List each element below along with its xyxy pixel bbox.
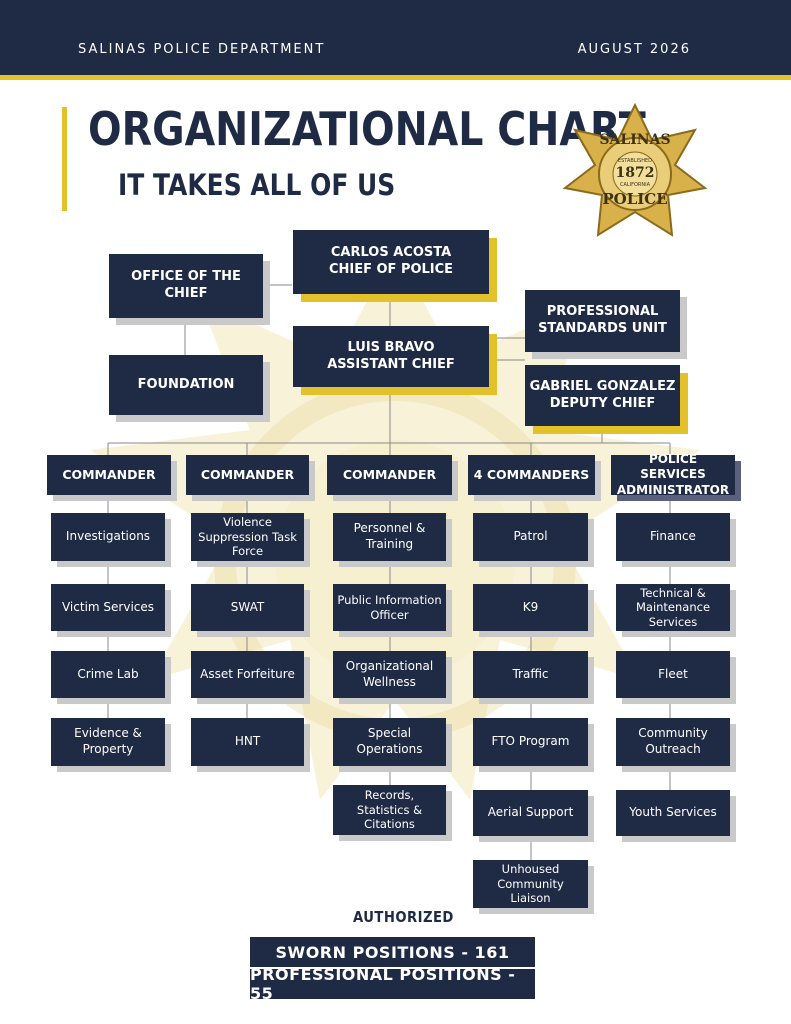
unit-label: Traffic bbox=[512, 666, 549, 681]
commander-label: 4 COMMANDERS bbox=[473, 466, 590, 482]
professional-positions-bar: PROFESSIONAL POSITIONS - 55 bbox=[250, 965, 535, 1003]
unit-label: Organizational Wellness bbox=[345, 658, 434, 689]
police-badge-icon: SALINAS ESTABLISHED 1872 CALIFORNIA POLI… bbox=[562, 102, 708, 237]
unit-box: Unhoused Community Liaison bbox=[473, 860, 588, 908]
unit-box: Fleet bbox=[616, 651, 730, 698]
commander-box-4: 4 COMMANDERS bbox=[468, 455, 595, 495]
unit-box: Organizational Wellness bbox=[333, 651, 446, 698]
unit-box: HNT bbox=[191, 718, 304, 766]
commander-label: COMMANDER bbox=[200, 466, 295, 482]
unit-label: Asset Forfeiture bbox=[200, 666, 295, 681]
unit-box: Evidence & Property bbox=[51, 718, 165, 766]
unit-label: K9 bbox=[522, 599, 539, 614]
deputy-name: GABRIEL GONZALEZ bbox=[529, 378, 676, 394]
psu-line2: STANDARDS UNIT bbox=[538, 321, 667, 336]
sworn-positions-label: SWORN POSITIONS - 161 bbox=[275, 942, 510, 962]
office-of-the-chief-label: OFFICE OF THE CHIEF bbox=[131, 269, 241, 301]
unit-box: FTO Program bbox=[473, 718, 588, 766]
chief-name: CARLOS ACOSTA bbox=[330, 245, 452, 261]
foundation-label: FOUNDATION bbox=[137, 376, 235, 392]
foundation-box: FOUNDATION bbox=[109, 355, 263, 415]
unit-box: Aerial Support bbox=[473, 790, 588, 836]
title-accent-bar bbox=[62, 107, 67, 211]
unit-box: Special Operations bbox=[333, 718, 446, 766]
badge-bottom-text: POLICE bbox=[602, 190, 667, 208]
unit-label: Technical & Maintenance Services bbox=[635, 585, 711, 629]
unit-label: Fleet bbox=[658, 666, 688, 681]
unit-box: Public Information Officer bbox=[333, 584, 446, 631]
commander-box-2: COMMANDER bbox=[186, 455, 309, 495]
unit-label: Community Outreach bbox=[638, 726, 708, 756]
badge-year: 1872 bbox=[616, 165, 655, 181]
commander-label: POLICE SERVICES ADMINISTRATOR bbox=[616, 451, 730, 497]
unit-box: Crime Lab bbox=[51, 651, 165, 698]
unit-box: Records, Statistics & Citations bbox=[333, 785, 446, 835]
unit-label: Crime Lab bbox=[77, 666, 139, 681]
badge-established: ESTABLISHED bbox=[618, 158, 652, 164]
unit-label: Evidence & Property bbox=[74, 726, 142, 756]
badge-state: CALIFORNIA bbox=[620, 182, 651, 188]
department-name: SALINAS POLICE DEPARTMENT bbox=[78, 42, 326, 57]
unit-label: Aerial Support bbox=[487, 805, 574, 820]
unit-box: SWAT bbox=[191, 584, 304, 631]
unit-label: Youth Services bbox=[629, 805, 717, 820]
unit-label: FTO Program bbox=[491, 734, 570, 749]
unit-label: SWAT bbox=[230, 599, 265, 614]
unit-box: Asset Forfeiture bbox=[191, 651, 304, 698]
chief-role: CHIEF OF POLICE bbox=[328, 262, 454, 277]
commander-box-1: COMMANDER bbox=[47, 455, 171, 495]
commander-box-3: COMMANDER bbox=[327, 455, 452, 495]
header-bar: SALINAS POLICE DEPARTMENT AUGUST 2026 bbox=[0, 0, 791, 80]
unit-box: Community Outreach bbox=[616, 718, 730, 766]
professional-positions-label: PROFESSIONAL POSITIONS - 55 bbox=[250, 965, 516, 1003]
unit-box: Finance bbox=[616, 513, 730, 561]
office-of-the-chief-box: OFFICE OF THE CHIEF bbox=[109, 254, 263, 318]
unit-box: Violence Suppression Task Force bbox=[191, 513, 304, 561]
unit-label: HNT bbox=[234, 734, 261, 749]
unit-label: Patrol bbox=[513, 529, 548, 544]
unit-label: Violence Suppression Task Force bbox=[198, 515, 297, 559]
unit-box: K9 bbox=[473, 584, 588, 631]
commander-label: COMMANDER bbox=[342, 466, 437, 482]
unit-label: Finance bbox=[650, 529, 696, 544]
unit-box: Technical & Maintenance Services bbox=[616, 584, 730, 631]
unit-box: Investigations bbox=[51, 513, 165, 561]
unit-label: Special Operations bbox=[356, 726, 423, 756]
assistant-role: ASSISTANT CHIEF bbox=[327, 356, 455, 372]
deputy-role: DEPUTY CHIEF bbox=[549, 395, 656, 411]
unit-box: Patrol bbox=[473, 513, 588, 561]
unit-label: Unhoused Community Liaison bbox=[497, 862, 564, 906]
unit-box: Youth Services bbox=[616, 790, 730, 836]
unit-label: Public Information Officer bbox=[337, 593, 442, 622]
unit-label: Records, Statistics & Citations bbox=[356, 788, 423, 832]
unit-box: Traffic bbox=[473, 651, 588, 698]
unit-label: Investigations bbox=[65, 529, 151, 544]
unit-box: Victim Services bbox=[51, 584, 165, 631]
unit-box: Personnel & Training bbox=[333, 513, 446, 561]
sworn-positions-bar: SWORN POSITIONS - 161 bbox=[250, 937, 535, 967]
psu-line1: PROFESSIONAL bbox=[546, 304, 659, 320]
unit-label: Personnel & Training bbox=[353, 521, 426, 551]
page-subtitle: IT TAKES ALL OF US bbox=[118, 168, 396, 202]
header-date: AUGUST 2026 bbox=[577, 42, 691, 57]
police-services-administrator-box: POLICE SERVICES ADMINISTRATOR bbox=[611, 452, 735, 497]
assistant-name: LUIS BRAVO bbox=[347, 339, 435, 355]
badge-top-text: SALINAS bbox=[599, 132, 670, 148]
commander-label: COMMANDER bbox=[62, 466, 156, 482]
authorized-label: AUTHORIZED bbox=[353, 908, 454, 926]
page-title: ORGANIZATIONAL CHART bbox=[88, 102, 646, 156]
unit-label: Victim Services bbox=[61, 599, 155, 614]
